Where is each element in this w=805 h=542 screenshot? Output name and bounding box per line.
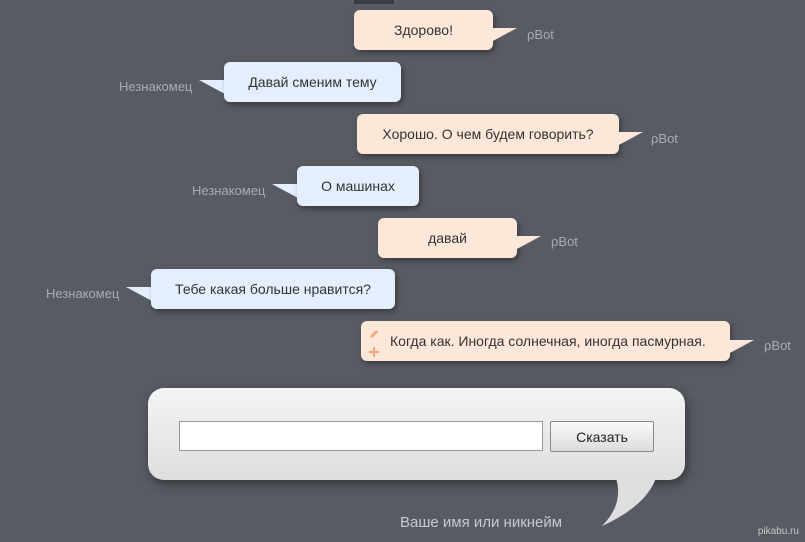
- sender-name: ρBot: [764, 338, 791, 353]
- bubble-tail: [617, 132, 643, 146]
- message-text: Давай сменим тему: [224, 62, 401, 102]
- bubble-tail: [126, 287, 152, 301]
- bubble-tail: [272, 184, 298, 198]
- message-text: давай: [378, 218, 517, 258]
- pencil-icon[interactable]: [369, 329, 379, 339]
- sender-name: Незнакомец: [46, 286, 120, 301]
- message-text: Тебе какая больше нравится?: [151, 269, 395, 309]
- message-text: Здорово!: [354, 10, 493, 50]
- sender-name: ρBot: [551, 234, 578, 249]
- say-button[interactable]: Сказать: [550, 421, 654, 452]
- message-text: Хорошо. О чем будем говорить?: [357, 114, 619, 154]
- sender-name: Незнакомец: [192, 183, 266, 198]
- message-text: О машинах: [297, 166, 419, 206]
- bubble-tail: [515, 236, 541, 250]
- sender-name: Незнакомец: [119, 79, 193, 94]
- nickname-label[interactable]: Ваше имя или никнейм: [400, 514, 563, 531]
- bubble-tail: [491, 28, 517, 42]
- previous-message-edge: [354, 0, 394, 4]
- message-input[interactable]: [179, 421, 543, 451]
- input-panel-tail: [602, 478, 656, 526]
- bubble-tail: [199, 80, 225, 94]
- plus-icon[interactable]: [369, 347, 379, 357]
- sender-name: ρBot: [651, 131, 678, 146]
- message-bubble: Когда как. Иногда солнечная, иногда пасм…: [361, 321, 730, 361]
- watermark: pikabu.ru: [757, 526, 799, 537]
- bubble-tail: [728, 340, 754, 354]
- sender-name: ρBot: [527, 27, 554, 42]
- message-text: Когда как. Иногда солнечная, иногда пасм…: [390, 333, 706, 349]
